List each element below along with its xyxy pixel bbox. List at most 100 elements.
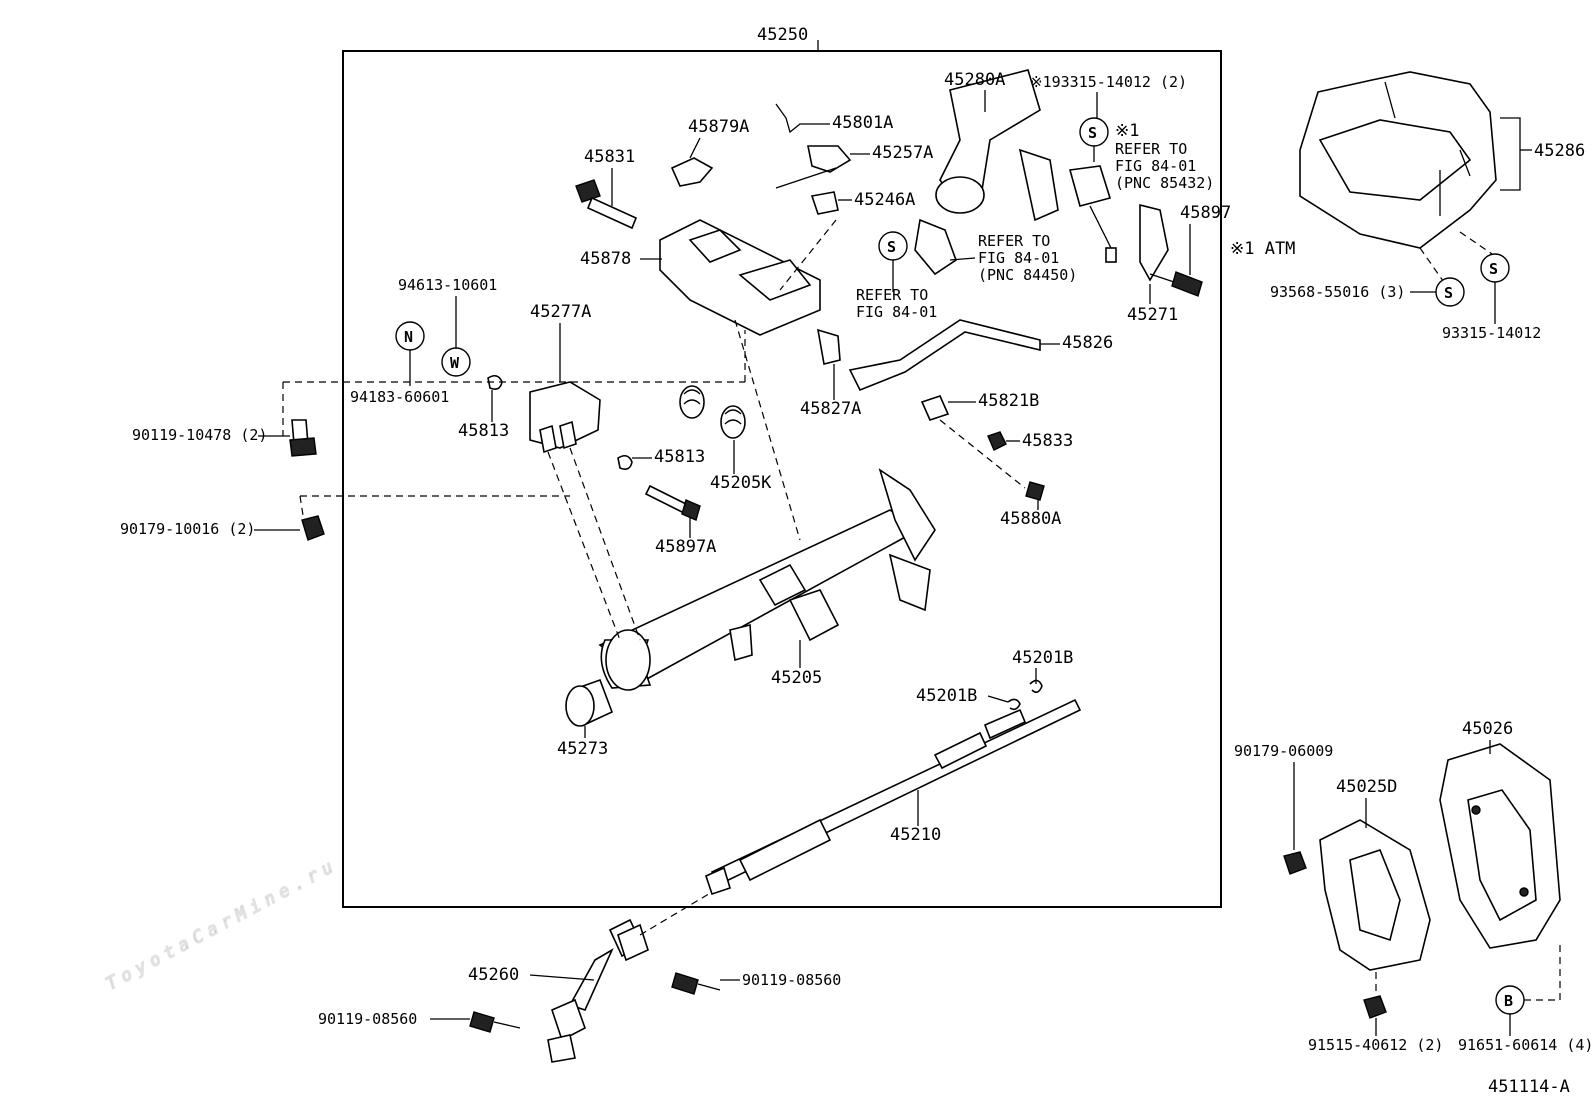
- svg-text:S: S: [1489, 260, 1498, 278]
- figure-id: 451114-A: [1488, 1077, 1570, 1097]
- label-45205K: 45205K: [710, 473, 772, 493]
- label-91515-40612: 91515-40612 (2): [1308, 1036, 1443, 1054]
- cover-45026: [1439, 743, 1561, 949]
- shaft-45210: [705, 698, 1082, 896]
- svg-text:S: S: [1088, 124, 1097, 142]
- bolt-45880A: [1025, 481, 1045, 501]
- svg-text:W: W: [450, 354, 460, 372]
- clip-45246A: [810, 191, 839, 215]
- column-cover-45286: [1299, 71, 1497, 249]
- callout-w: W: [441, 347, 471, 377]
- label-45026: 45026: [1462, 719, 1513, 739]
- label-45801A: 45801A: [832, 113, 893, 133]
- label-94183-60601: 94183-60601: [350, 388, 449, 406]
- label-90119-08560-b: 90119-08560: [318, 1010, 417, 1028]
- clip-45827A: [816, 328, 841, 365]
- label-90179-10016: 90179-10016 (2): [120, 520, 255, 538]
- label-45210: 45210: [890, 825, 941, 845]
- label-45897: 45897: [1180, 203, 1231, 223]
- label-45821B: 45821B: [978, 391, 1039, 411]
- watermark: ToyotaCarMine.ru: [103, 855, 342, 995]
- label-45879A: 45879A: [688, 117, 749, 137]
- note-1-line2: FIG 84-01: [1115, 157, 1196, 175]
- atm-note: ※1 ATM: [1230, 239, 1295, 259]
- label-45827A: 45827A: [800, 399, 861, 419]
- snap-ring-45201B-b: [1029, 679, 1043, 694]
- label-90119-08560-a: 90119-08560: [742, 971, 841, 989]
- note-2-line1: REFER TO: [978, 232, 1050, 250]
- note-3-line2: FIG 84-01: [856, 303, 937, 321]
- nut-90179-06009: [1283, 851, 1307, 875]
- callout-s-3: S: [1435, 277, 1465, 307]
- label-93315-14012: 93315-14012: [1442, 324, 1541, 342]
- bushing-45273: [565, 678, 614, 727]
- note-1-marker: ※1: [1115, 121, 1139, 141]
- intermediate-shaft-45260: [547, 918, 649, 1063]
- note-1-line3: (PNC 85432): [1115, 174, 1214, 192]
- bolt-90119-08560-b: [469, 1011, 521, 1033]
- label-45271: 45271: [1127, 305, 1178, 325]
- callout-s-1: S: [1079, 117, 1109, 147]
- label-45201B-a: 45201B: [916, 686, 977, 706]
- label-45025D: 45025D: [1336, 777, 1397, 797]
- label-91651-60614: 91651-60614 (4): [1458, 1036, 1592, 1054]
- cover-45025D: [1319, 819, 1431, 971]
- label-45246A: 45246A: [854, 190, 915, 210]
- nut-90179-10016: [301, 515, 325, 541]
- bolt-90119-10478: [289, 419, 317, 457]
- svg-text:N: N: [404, 328, 413, 346]
- bolt-45897: [1149, 271, 1203, 297]
- label-45826: 45826: [1062, 333, 1113, 353]
- label-45201B-b: 45201B: [1012, 648, 1073, 668]
- label-45831: 45831: [584, 147, 635, 167]
- label-45897A: 45897A: [655, 537, 716, 557]
- label-45813-b: 45813: [654, 447, 705, 467]
- bolt-45831: [575, 179, 638, 230]
- label-93568-55016: 93568-55016 (3): [1270, 283, 1405, 301]
- label-45257A: 45257A: [872, 143, 933, 163]
- snap-ring-45201B-a: [1007, 698, 1021, 711]
- label-45260: 45260: [468, 965, 519, 985]
- label-45880A: 45880A: [1000, 509, 1061, 529]
- bolt-90119-08560-a: [671, 972, 721, 995]
- label-45878: 45878: [580, 249, 631, 269]
- label-90119-10478: 90119-10478 (2): [132, 426, 267, 444]
- spring-45801A: [775, 103, 812, 134]
- plate-45821B: [920, 395, 950, 421]
- callout-b: B: [1495, 985, 1525, 1015]
- bracket-45277A: [529, 381, 601, 454]
- note-2-line2: FIG 84-01: [978, 249, 1059, 267]
- callout-n: N: [395, 321, 425, 351]
- bracket-45826: [848, 319, 1041, 392]
- svg-text:S: S: [887, 238, 896, 256]
- lock-housing-45280A: [935, 69, 1059, 222]
- nut-91515-40612: [1363, 995, 1387, 1019]
- label-45205: 45205: [771, 668, 822, 688]
- note-2-line3: (PNC 84450): [978, 266, 1077, 284]
- spring-45205K: [679, 385, 746, 439]
- label-93315-14012-2: ※193315-14012 (2): [1030, 73, 1187, 91]
- svg-text:S: S: [1444, 284, 1453, 302]
- note-3-line1: REFER TO: [856, 286, 928, 304]
- label-45813-a: 45813: [458, 421, 509, 441]
- assembly-label: 45250: [757, 25, 808, 45]
- ring-45813-b: [617, 454, 633, 470]
- bracket-45878: [659, 219, 821, 336]
- column-tube-45205: [598, 468, 936, 691]
- label-45273: 45273: [557, 739, 608, 759]
- part-84450: [914, 218, 957, 276]
- label-94613-10601: 94613-10601: [398, 276, 497, 294]
- switch-part-85432: [1068, 165, 1117, 263]
- callout-s-4: S: [1480, 253, 1510, 283]
- nut-45833: [987, 431, 1007, 451]
- assembly-frame: [342, 50, 1222, 908]
- svg-text:B: B: [1504, 992, 1513, 1010]
- label-45286: 45286: [1534, 141, 1585, 161]
- callout-s-2: S: [878, 231, 908, 261]
- label-90179-06009: 90179-06009: [1234, 742, 1333, 760]
- lever-45271: [1139, 203, 1169, 282]
- label-45280A: 45280A: [944, 70, 1005, 90]
- note-1-line1: REFER TO: [1115, 140, 1187, 158]
- plate-45257A: [807, 145, 852, 173]
